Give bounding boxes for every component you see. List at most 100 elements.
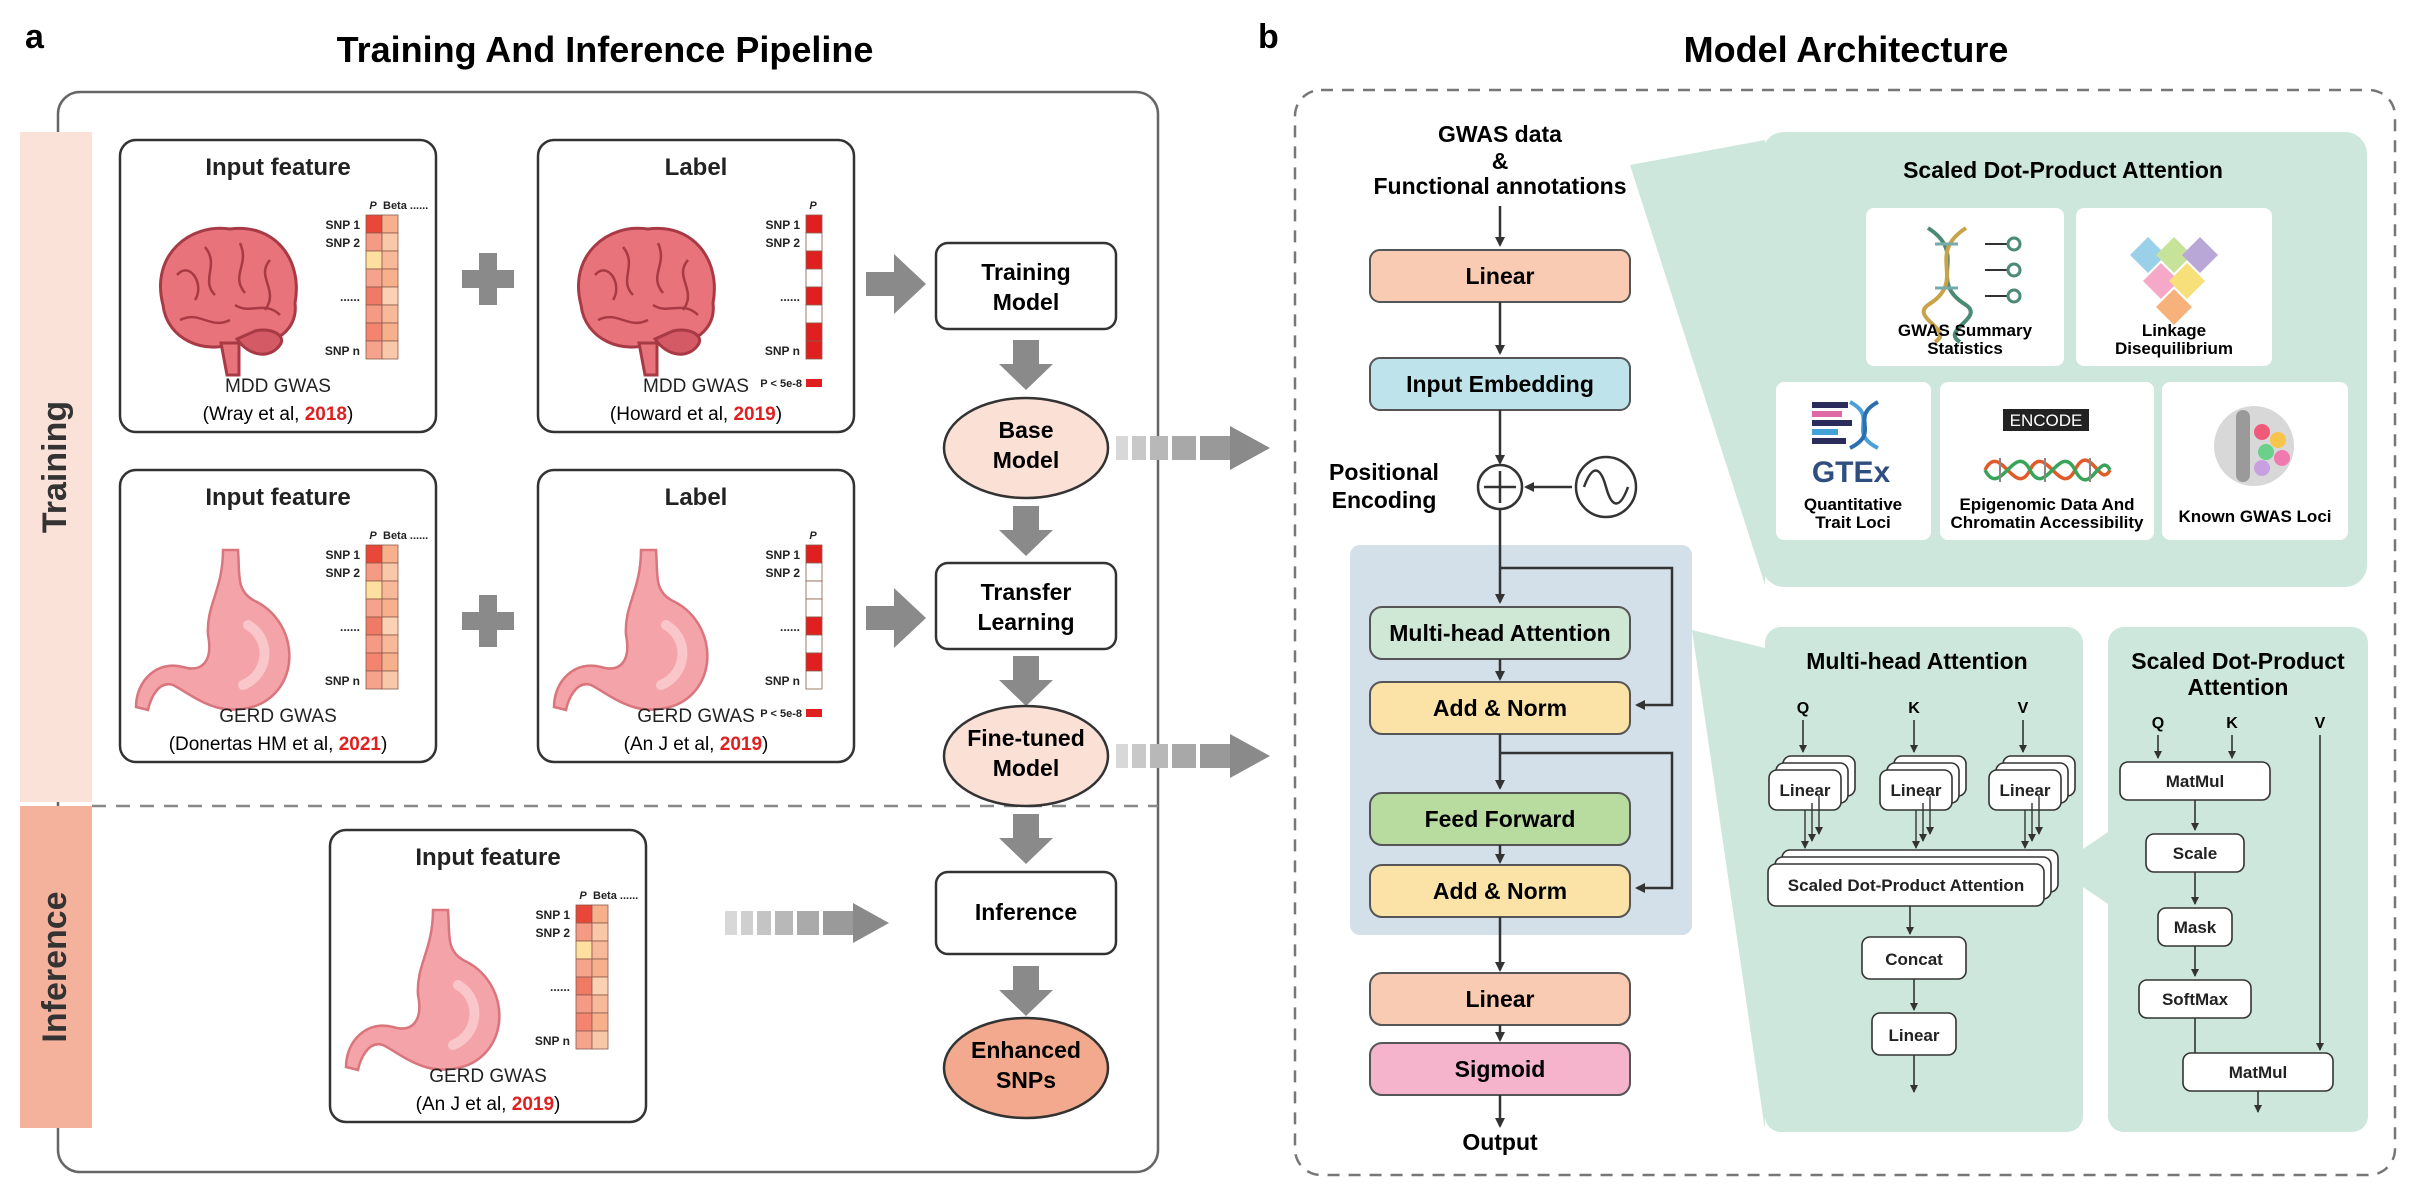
sdpa-mask: Mask (2157, 907, 2233, 947)
sdpa-k-label: K (2226, 715, 2238, 732)
sdpa-matmul-1-text: MatMul (2166, 772, 2225, 791)
heatmap-cell (365, 286, 383, 306)
svg-text:Disequilibrium: Disequilibrium (2115, 339, 2233, 358)
heatmap-cell (805, 652, 823, 672)
arrow-to-training-model (866, 254, 926, 314)
panel-b-frame (1293, 88, 2397, 1177)
panel-b-letter: b (1258, 18, 1279, 56)
svg-text:Chromatin Accessibility: Chromatin Accessibility (1950, 513, 2144, 532)
feed-forward-block: Feed Forward (1369, 792, 1631, 846)
training-model-box: Training Model (934, 241, 1118, 331)
down-arrow-5 (999, 966, 1053, 1016)
mha-linear-1: Linear (1768, 755, 1856, 811)
linear-out-text: Linear (1888, 1026, 1939, 1045)
snpn-label: SNP n (765, 674, 800, 688)
mha-linear-1-text: Linear (1779, 781, 1830, 800)
heatmap-cell (365, 598, 383, 618)
svg-text:Add & Norm: Add & Norm (1433, 695, 1567, 721)
chromosome-magnifier-icon (2214, 406, 2294, 486)
gwas-citation: (Howard et al, 2019) (610, 404, 782, 425)
heatmap-cell (365, 268, 383, 288)
card-gwas-summary: GWAS Summary Statistics (1866, 208, 2064, 366)
svg-text:Training: Training (981, 259, 1070, 285)
plus-sign-2 (462, 595, 514, 647)
svg-text:Feed Forward: Feed Forward (1425, 806, 1576, 832)
heatmap-cell (365, 616, 383, 636)
heatmap-cell (381, 322, 399, 342)
snp2-label: SNP 2 (326, 566, 361, 580)
panel-a-letter: a (25, 18, 45, 56)
add-norm-2-block: Add & Norm (1369, 864, 1631, 918)
down-arrow-4 (999, 814, 1053, 864)
svg-text:Linear: Linear (1465, 986, 1534, 1012)
heatmap-cell (805, 634, 823, 654)
col-p-label: P (579, 890, 587, 902)
residual-2 (1500, 751, 1674, 893)
heatmap-cell (805, 670, 823, 690)
heatmap-cell (805, 616, 823, 636)
finetuned-model-ellipse: Fine-tuned Model (942, 704, 1110, 808)
input-feature-title: Input feature (415, 844, 560, 871)
input-text: GWAS data & Functional annotations (1374, 121, 1627, 199)
heatmap-cell (575, 1030, 593, 1050)
heatmap-cell (805, 544, 823, 564)
heatmap-cell (575, 976, 593, 996)
heatmap-cell (381, 562, 399, 582)
svg-text:Linkage: Linkage (2142, 321, 2206, 340)
gwas-caption: GERD GWAS (219, 706, 337, 727)
arrow-to-transfer-learning (866, 588, 926, 648)
svg-text:Base: Base (999, 417, 1054, 443)
svg-text:Epigenomic Data And: Epigenomic Data And (1959, 495, 2134, 514)
stomach-icon (344, 908, 501, 1072)
mha-sdpa-block: Scaled Dot-Product Attention (1767, 849, 2059, 907)
gwas-citation: (Wray et al, 2018) (203, 404, 354, 425)
panel-a-title: Training And Inference Pipeline (337, 29, 874, 70)
heatmap-cell (365, 250, 383, 270)
heatmap-cell (575, 1012, 593, 1032)
heatmap-cell (381, 304, 399, 324)
heatmap-cell (805, 250, 823, 270)
svg-text:Statistics: Statistics (1927, 339, 2003, 358)
svg-text:Transfer: Transfer (981, 579, 1072, 605)
citation-year: 2019 (512, 1094, 554, 1115)
transfer-learning-box: Transfer Learning (934, 561, 1118, 651)
brain-icon (159, 226, 298, 377)
concat-text: Concat (1885, 950, 1943, 969)
svg-text:Known GWAS Loci: Known GWAS Loci (2179, 507, 2332, 526)
heatmap-cell (381, 616, 399, 636)
sdpa-q-label: Q (2152, 715, 2164, 732)
stomach-icon (552, 548, 709, 712)
snpn-label: SNP n (535, 1034, 570, 1048)
snp1-label: SNP 1 (766, 218, 801, 232)
heatmap-cell (381, 544, 399, 564)
heatmap-cell (381, 268, 399, 288)
encode-logo-icon: ENCODE (1983, 409, 2112, 482)
sdpa-matmul-2: MatMul (2182, 1052, 2334, 1092)
heatmap-cell (591, 1030, 609, 1050)
snp2-label: SNP 2 (326, 236, 361, 250)
heatmap-cell (365, 580, 383, 600)
down-arrow-3 (999, 656, 1053, 706)
sine-wave-icon (1574, 455, 1638, 519)
col-p-label: P (809, 530, 817, 542)
heatmap-cell (591, 904, 609, 924)
svg-text:Functional annotations: Functional annotations (1374, 173, 1627, 199)
sdpa-scale-text: Scale (2173, 844, 2217, 863)
heatmap-cell (591, 958, 609, 978)
citation-year: 2021 (339, 734, 382, 755)
threshold-label: P < 5e-8 (760, 708, 802, 720)
col-p-label: P (369, 200, 377, 212)
dashed-arrow-to-inference (725, 903, 889, 943)
heatmap-cell (381, 670, 399, 690)
citation-year: 2019 (720, 734, 762, 755)
heatmap-cell (365, 652, 383, 672)
sdpa-softmax-text: SoftMax (2162, 990, 2229, 1009)
mha-linear-2: Linear (1879, 755, 1967, 811)
sdpa-detail-title-1: Scaled Dot-Product (2131, 648, 2345, 674)
col-p-label: P (369, 530, 377, 542)
heatmap-cell (805, 340, 823, 360)
heatmap-cell (575, 904, 593, 924)
threshold-swatch (806, 379, 822, 387)
mha-linear-2-text: Linear (1890, 781, 1941, 800)
mha-sdpa-block-text: Scaled Dot-Product Attention (1788, 876, 2024, 895)
